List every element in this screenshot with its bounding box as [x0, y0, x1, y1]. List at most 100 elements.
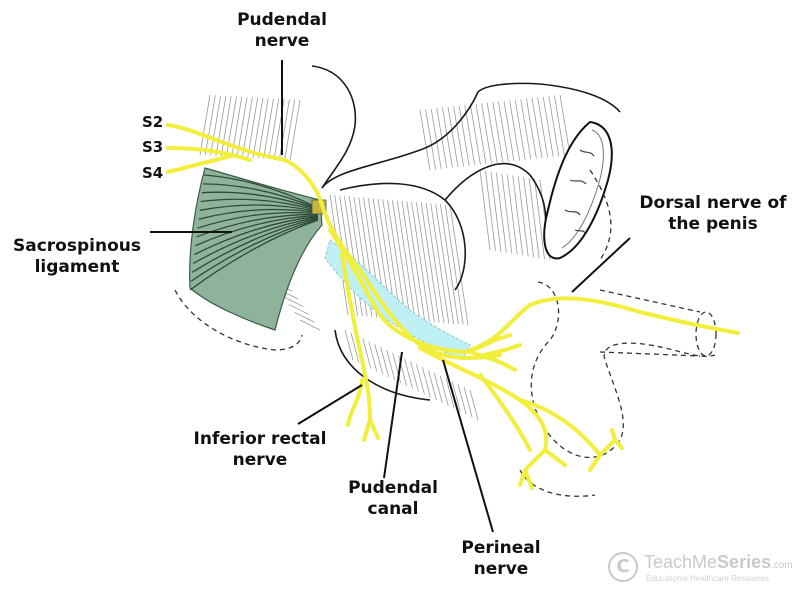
label-pudendal-canal: Pudendal canal	[338, 478, 448, 520]
shade-stroke	[506, 174, 518, 255]
shade-stroke	[433, 372, 443, 403]
shade-stroke	[509, 100, 520, 161]
label-line: Dorsal nerve of	[639, 193, 787, 213]
shade-stroke	[284, 99, 296, 160]
shade-stroke	[451, 381, 461, 412]
shade-stroke	[458, 105, 470, 166]
shade-stroke	[288, 304, 310, 315]
label-line: nerve	[254, 31, 310, 51]
shade-stroke	[420, 202, 440, 323]
shade-stroke	[442, 107, 453, 168]
shade-stroke	[469, 389, 479, 421]
bone-section	[543, 120, 613, 260]
shade-stroke	[247, 97, 259, 158]
label-inferior-rectal-nerve: Inferior rectal nerve	[180, 429, 340, 471]
nerve-paths	[166, 123, 740, 490]
shade-stroke	[386, 349, 396, 381]
brand-bold: Series	[717, 552, 772, 572]
shade-stroke	[268, 98, 280, 159]
shade-stroke	[453, 106, 464, 167]
label-line: canal	[367, 499, 419, 519]
label-pudendal-nerve: Pudendal nerve	[232, 10, 332, 52]
label-line: nerve	[232, 450, 288, 470]
label-sacrospinous-ligament: Sacrospinous ligament	[2, 236, 152, 278]
shade-stroke	[344, 329, 354, 361]
shade-stroke	[416, 364, 425, 395]
shade-stroke	[486, 102, 498, 163]
shade-stroke	[501, 173, 513, 254]
shade-stroke	[263, 98, 274, 159]
shade-stroke	[257, 98, 269, 159]
label-line: Perineal	[461, 538, 541, 558]
shade-stroke	[554, 95, 565, 156]
shade-stroke	[542, 96, 554, 157]
shade-stroke	[523, 177, 535, 258]
shade-stroke	[215, 95, 227, 156]
ligament-fiber	[202, 183, 319, 210]
ligament-fiber	[198, 208, 319, 220]
shade-stroke	[199, 94, 211, 156]
label-line: nerve	[473, 559, 529, 579]
shade-stroke	[445, 378, 455, 409]
watermark-tagline: Educational Healthcare Resources	[646, 574, 770, 583]
shade-stroke	[492, 102, 504, 163]
shade-stroke	[490, 171, 502, 252]
shade-stroke	[279, 99, 290, 160]
shade-stroke	[299, 319, 321, 331]
shade-stroke	[485, 170, 496, 251]
shade-stroke	[392, 200, 411, 321]
shade-stroke	[294, 311, 315, 323]
shade-stroke	[517, 176, 529, 257]
label-root-s2: S2	[142, 113, 164, 131]
label-line: the penis	[668, 214, 758, 234]
shade-stroke	[425, 202, 445, 324]
shade-stroke	[421, 367, 431, 398]
shade-stroke	[503, 100, 515, 162]
shade-stroke	[416, 202, 435, 323]
shade-stroke	[520, 99, 532, 160]
shade-stroke	[374, 344, 384, 375]
brand-light: TeachMe	[644, 552, 718, 572]
ligament-fiber	[194, 215, 319, 256]
shade-stroke	[220, 96, 232, 157]
shade-stroke	[444, 204, 464, 325]
shade-stroke	[411, 201, 430, 322]
shade-stroke	[368, 341, 378, 372]
teachme-watermark: C TeachMeSeries.com Educational Healthca…	[608, 550, 798, 586]
label-root-s3: S3	[142, 138, 164, 156]
ligament-fiber	[192, 216, 319, 265]
shade-stroke	[252, 97, 264, 159]
leader-lines	[150, 60, 631, 533]
shade-stroke	[425, 109, 436, 170]
shade-stroke	[350, 332, 360, 363]
shade-stroke	[362, 338, 372, 369]
ligament-fiber	[203, 174, 319, 209]
shade-stroke	[479, 169, 491, 251]
watermark-brand: TeachMeSeries.com	[644, 552, 793, 573]
shade-stroke	[430, 203, 450, 324]
shade-stroke	[289, 99, 301, 161]
ligament-fiber	[197, 211, 319, 229]
shade-stroke	[404, 358, 413, 389]
label-line: ligament	[34, 257, 120, 277]
shade-stroke	[401, 200, 421, 322]
ligament-fiber	[200, 198, 319, 212]
shade-stroke	[463, 387, 473, 418]
ligament-fiber	[189, 219, 319, 291]
shade-stroke	[548, 96, 560, 157]
shade-stroke	[531, 97, 543, 159]
shade-stroke	[512, 175, 524, 256]
shade-stroke	[498, 101, 509, 162]
label-dorsal-nerve: Dorsal nerve of the penis	[632, 193, 794, 235]
shade-stroke	[439, 375, 449, 406]
shade-stroke	[447, 106, 459, 168]
shade-stroke	[204, 95, 216, 156]
shade-stroke	[559, 94, 571, 156]
copyright-icon: C	[608, 552, 638, 582]
shade-stroke	[475, 103, 487, 165]
shade-stroke	[464, 105, 476, 166]
shade-stroke	[457, 384, 467, 415]
shade-stroke	[241, 97, 253, 158]
ligament-fiber	[199, 204, 319, 213]
